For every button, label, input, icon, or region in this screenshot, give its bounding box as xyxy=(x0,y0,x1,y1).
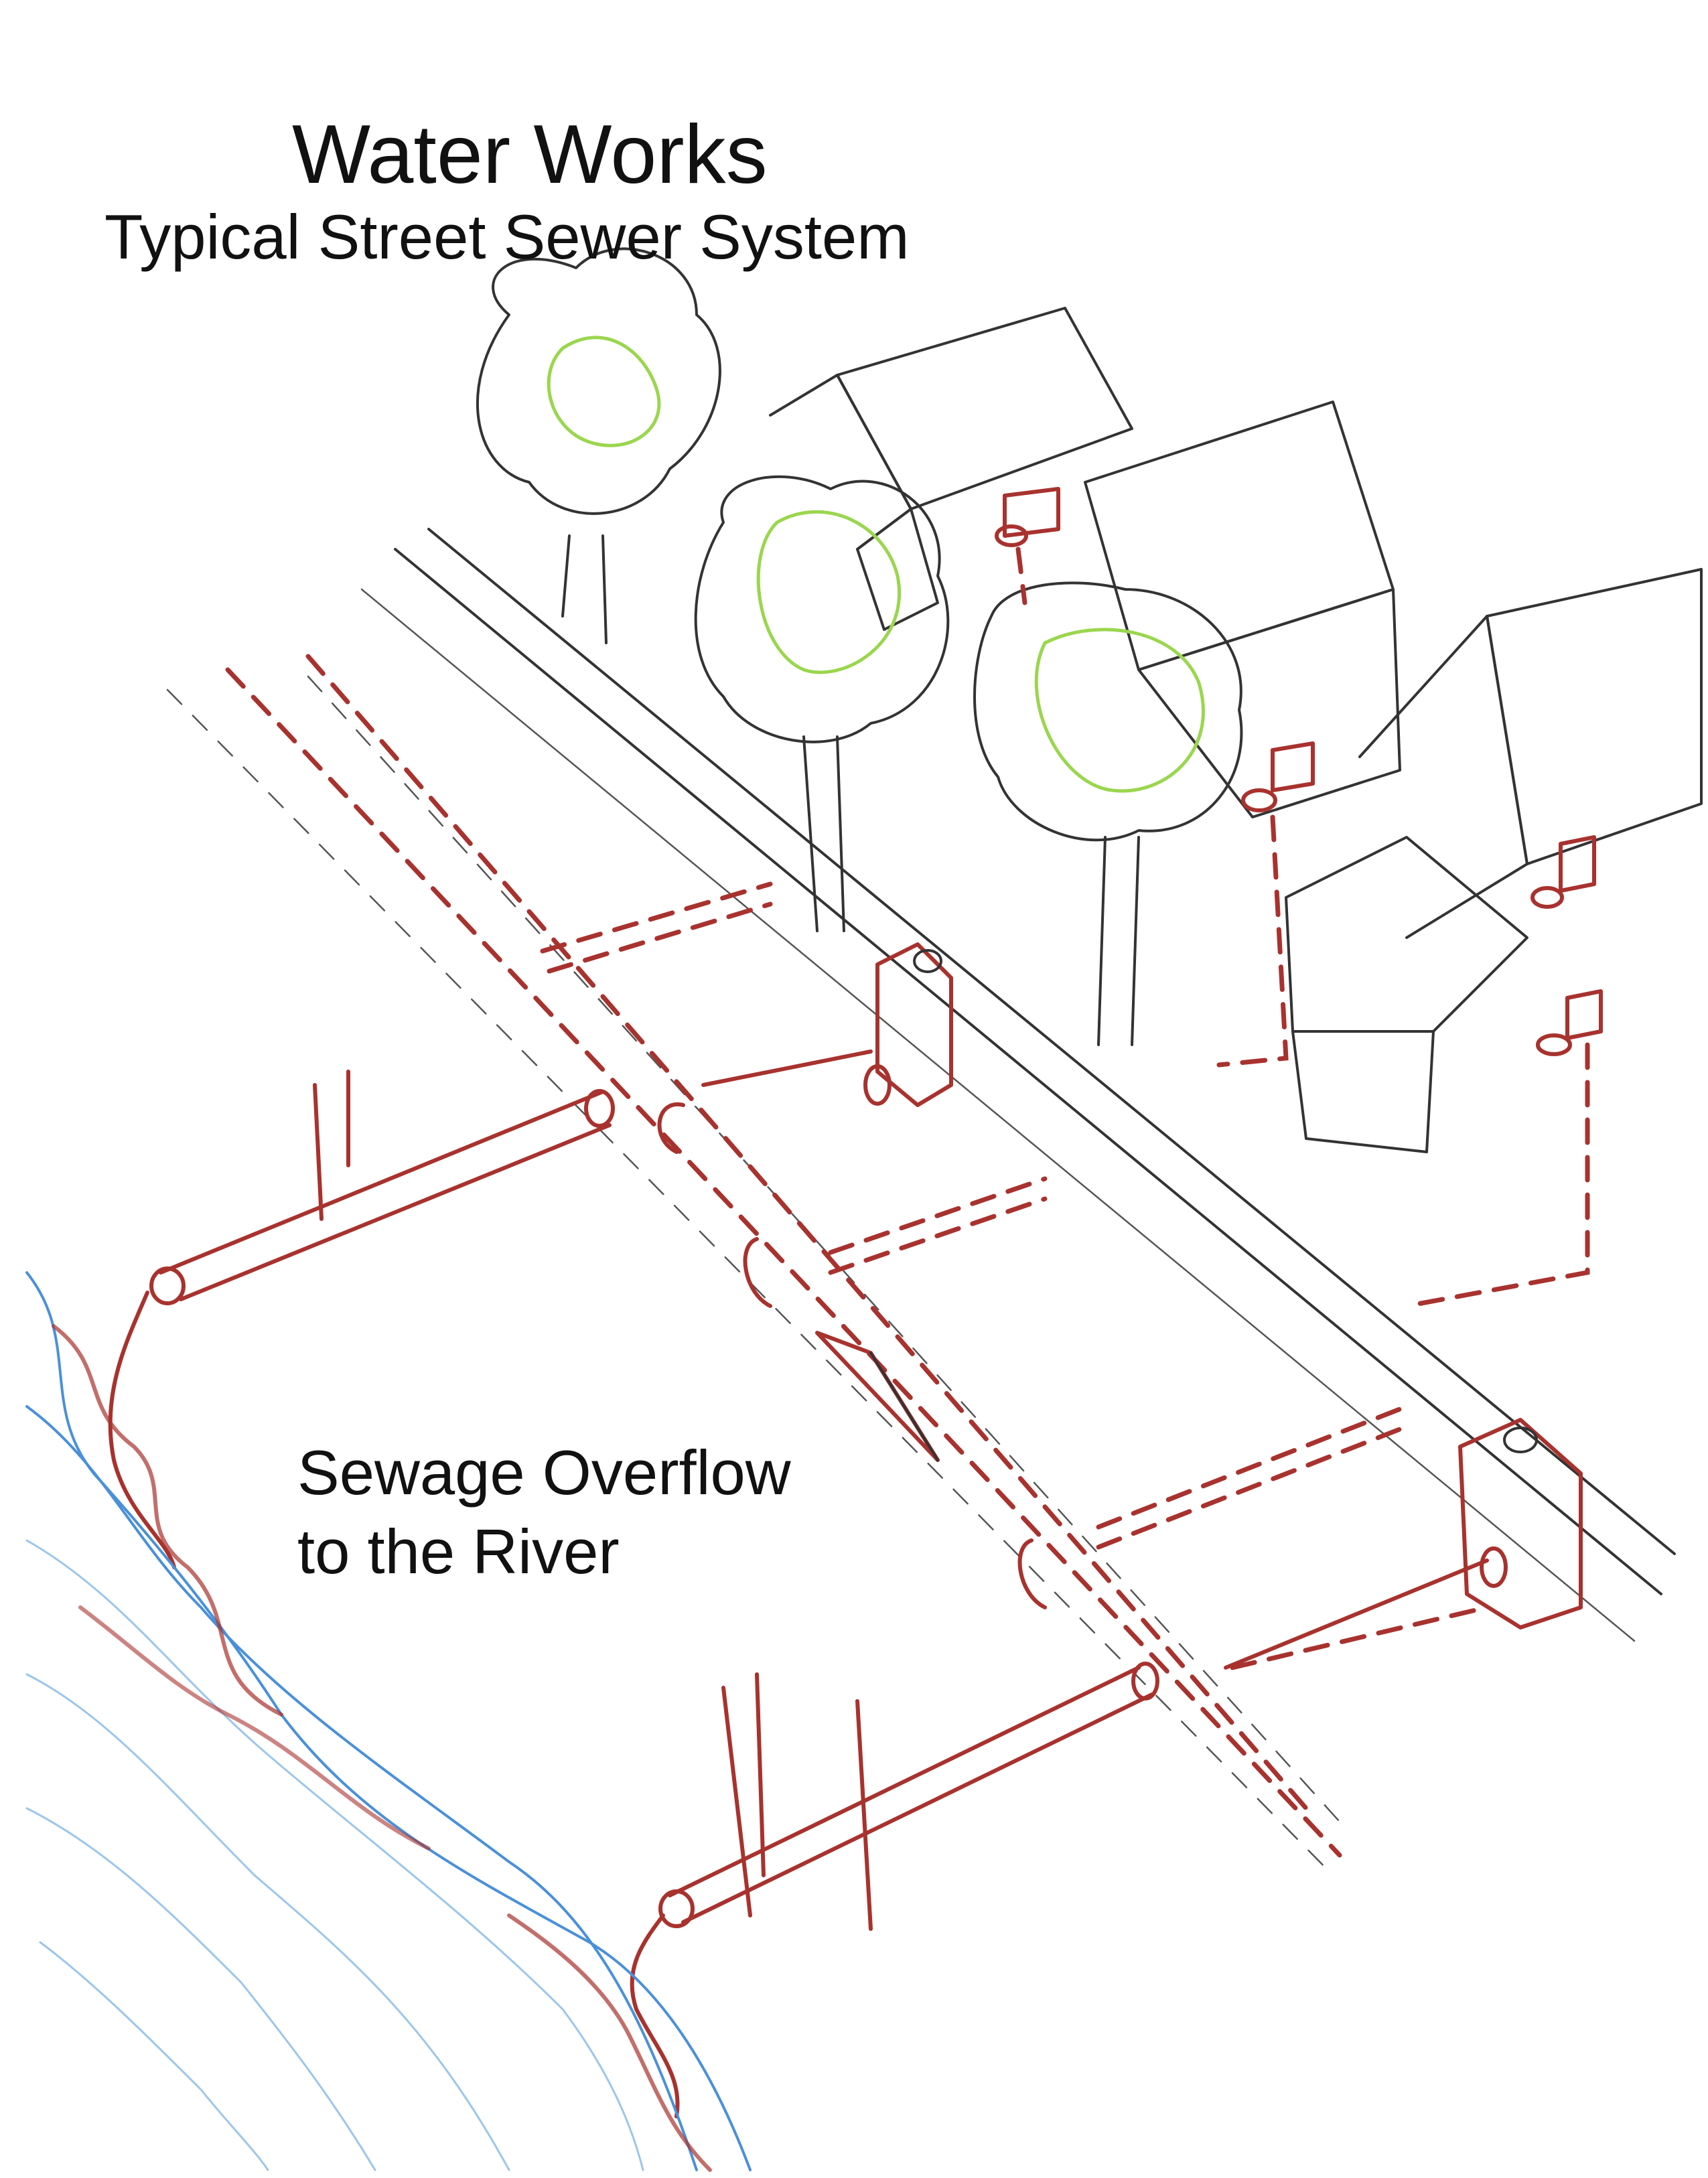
overflow-pipe-lower xyxy=(660,1548,1506,1929)
house-1 xyxy=(770,308,1132,630)
overflow-stream xyxy=(111,1293,678,2116)
tree-3 xyxy=(975,583,1241,1045)
catch-basin-2 xyxy=(1460,1420,1581,1627)
tree-1 xyxy=(478,248,720,643)
overflow-pipe-upper xyxy=(151,1051,889,1303)
main-sewer xyxy=(228,656,1340,1855)
flow-arrow xyxy=(817,1333,938,1460)
callout-line-2: to the River xyxy=(297,1512,791,1591)
street xyxy=(167,529,1675,1875)
house-3 xyxy=(1286,569,1701,1152)
overflow-callout: Sewage Overflow to the River xyxy=(297,1433,791,1591)
tree-2 xyxy=(696,477,948,931)
diagram-subtitle: Typical Street Sewer System xyxy=(104,201,910,273)
river xyxy=(27,1273,750,2170)
diagram-title: Water Works xyxy=(292,107,768,202)
house-2 xyxy=(1085,402,1400,817)
callout-line-1: Sewage Overflow xyxy=(297,1433,791,1512)
